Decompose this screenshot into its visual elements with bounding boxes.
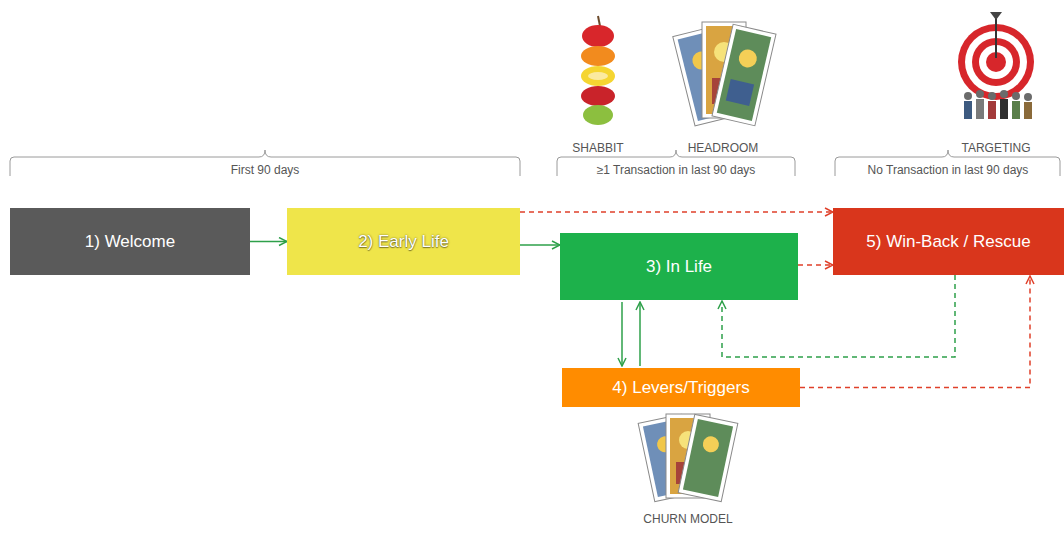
flow-arrow bbox=[639, 302, 641, 366]
stage-box: 5) Win-Back / Rescue bbox=[833, 208, 1064, 275]
flow-arrow bbox=[520, 244, 560, 246]
bracket-label: ≥1 Transaction in last 90 days bbox=[597, 163, 756, 177]
stage-box: 3) In Life bbox=[560, 233, 798, 300]
bracket bbox=[10, 150, 520, 176]
flow-arrow bbox=[520, 211, 833, 213]
stage-box: 2) Early Life bbox=[287, 208, 520, 275]
stage-title: 2) Early Life bbox=[358, 232, 449, 252]
stage-title: 4) Levers/Triggers bbox=[612, 378, 749, 398]
stage-box: 4) Levers/Triggers bbox=[562, 368, 800, 407]
flow-arrow bbox=[800, 276, 1030, 388]
stage-title: 1) Welcome bbox=[85, 232, 175, 252]
flow-arrow bbox=[250, 241, 287, 243]
icon-caption: SHABBIT bbox=[572, 141, 623, 155]
bracket-label: No Transaction in last 90 days bbox=[868, 163, 1029, 177]
fruit-icon bbox=[581, 16, 615, 125]
icon-caption: CHURN MODEL bbox=[643, 512, 732, 526]
stage-title: 5) Win-Back / Rescue bbox=[866, 232, 1030, 252]
target-icon bbox=[958, 12, 1034, 119]
stage-box: 1) Welcome bbox=[10, 208, 250, 275]
bracket-label: First 90 days bbox=[231, 163, 300, 177]
stage-title: 3) In Life bbox=[646, 257, 712, 277]
cards-icon bbox=[673, 22, 776, 126]
icon-caption: HEADROOM bbox=[688, 141, 759, 155]
icon-caption: TARGETING bbox=[961, 141, 1030, 155]
flow-arrow bbox=[621, 302, 623, 366]
cards-icon bbox=[638, 414, 738, 502]
flow-arrow bbox=[798, 264, 833, 266]
